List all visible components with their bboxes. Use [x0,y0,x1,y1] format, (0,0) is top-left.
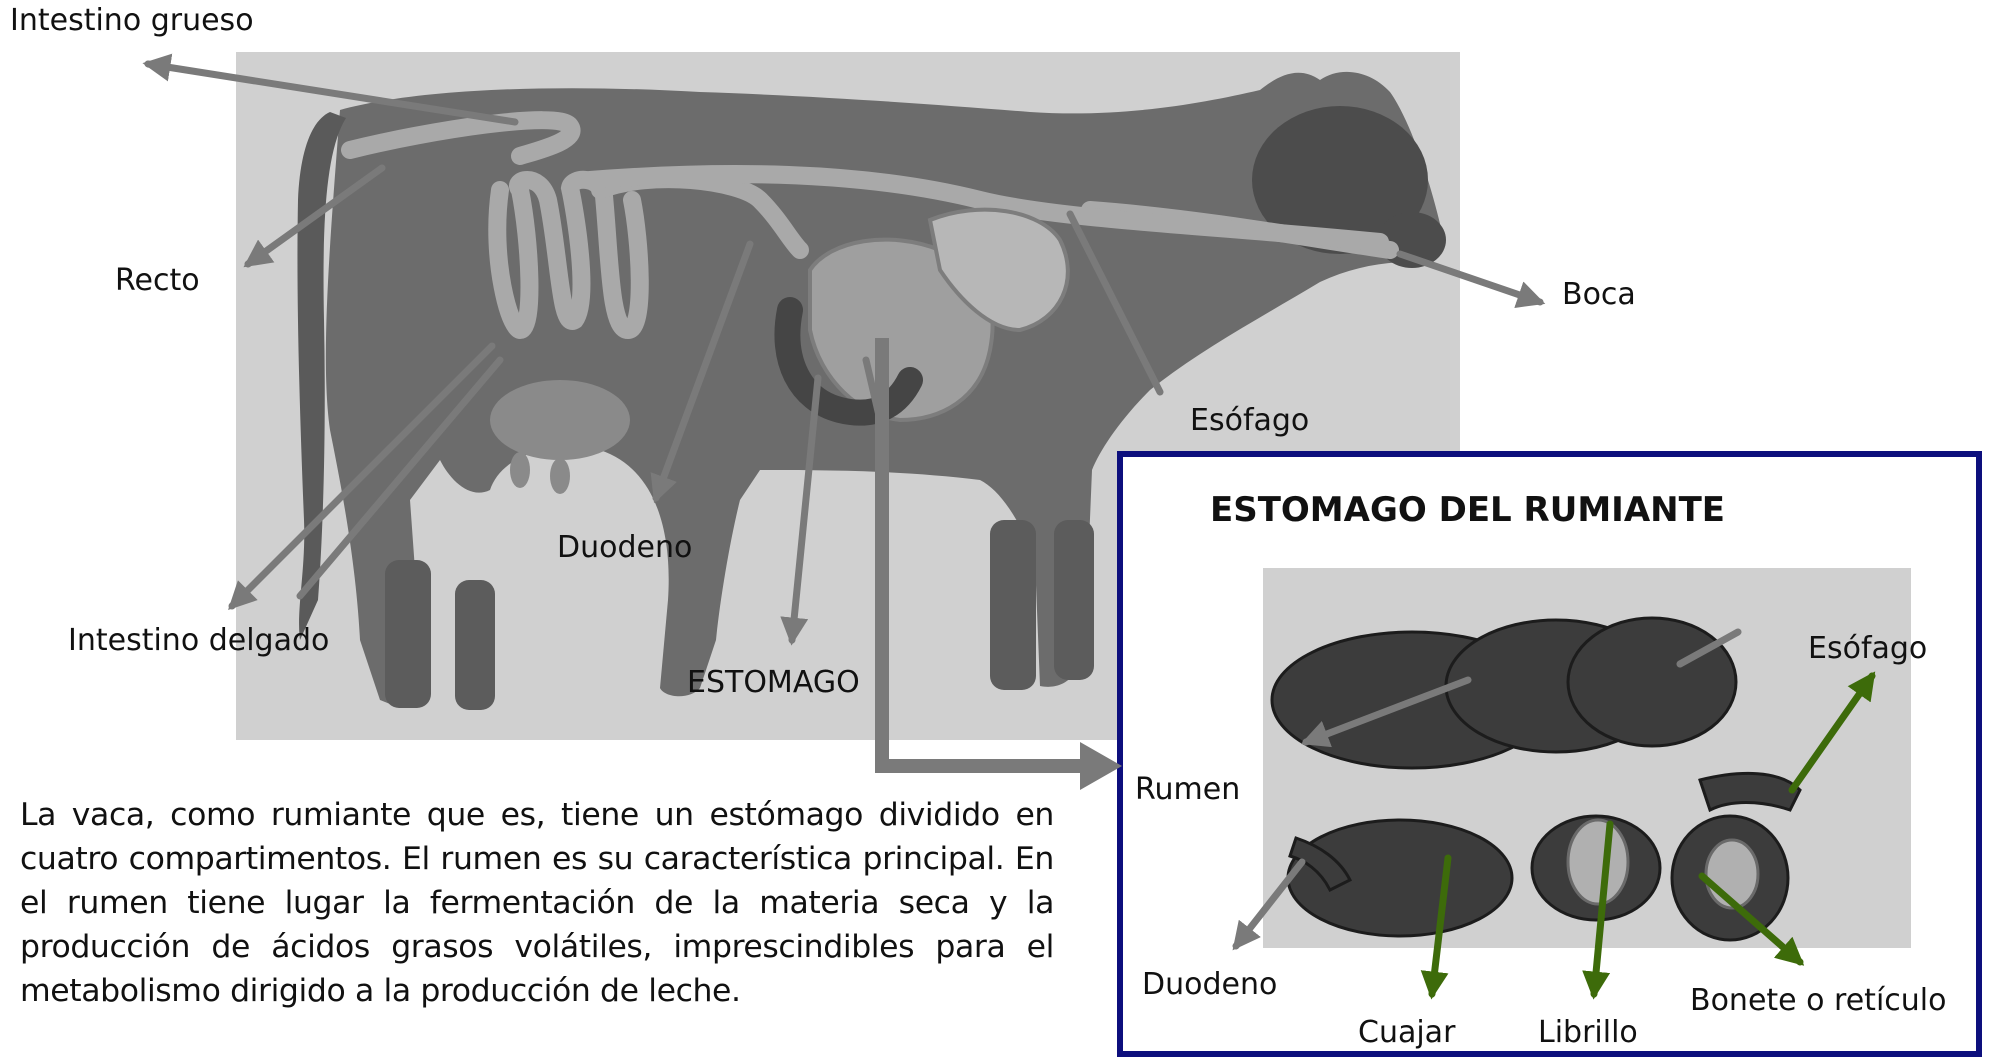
arrow-boca [1396,250,1546,308]
label-boca: Boca [1562,277,1636,312]
label-recto: Recto [115,263,200,298]
arrow-estomago [780,374,822,646]
label-rumen: Rumen [1135,772,1241,807]
label-cuajar: Cuajar [1358,1015,1456,1050]
arrow-intestino-delgado-2 [296,356,504,600]
arrow-rumen [1300,676,1472,748]
rumen-rear [1566,616,1738,748]
arrow-intestino-delgado [228,342,496,610]
arrow-cuajar [1420,854,1452,1000]
arrow-bonete [1698,872,1805,966]
cow-abomasum [774,297,923,426]
esophagus-stub [1698,772,1802,813]
label-esofago-inset: Esófago [1808,631,1928,666]
arrow-recto [243,164,386,268]
arrow-duodeno [650,240,754,504]
cow-tail [297,112,346,640]
label-estomago: ESTOMAGO [687,665,860,700]
cow-udder [490,380,630,494]
description-paragraph: La vaca, como rumiante que es, tiene un … [20,797,1054,1009]
arrow-intestino-grueso [142,53,519,126]
label-esofago: Esófago [1190,403,1310,438]
connector-arrow [875,338,1086,773]
label-intestino-grueso: Intestino grueso [10,3,254,38]
arrow-esofago-cow [1066,210,1164,396]
arrow-esophagus-stub [1676,628,1742,668]
arrow-esofago-inset [1788,671,1876,794]
inset-title: ESTOMAGO DEL RUMIANTE [1210,490,1726,530]
cow-legs [385,520,1094,710]
label-duodeno-inset: Duodeno [1142,967,1278,1002]
arrow-librillo [1582,820,1614,1000]
cow-stomach [808,207,1070,423]
label-librillo: Librillo [1538,1015,1638,1050]
label-bonete: Bonete o retículo [1690,983,1947,1018]
label-intestino-delgado: Intestino delgado [68,623,330,658]
cow-digestive-tract [341,111,1399,340]
arrow-duodeno-inset [1232,858,1306,951]
connector-arrowhead [1080,742,1122,790]
label-duodeno: Duodeno [557,530,693,565]
